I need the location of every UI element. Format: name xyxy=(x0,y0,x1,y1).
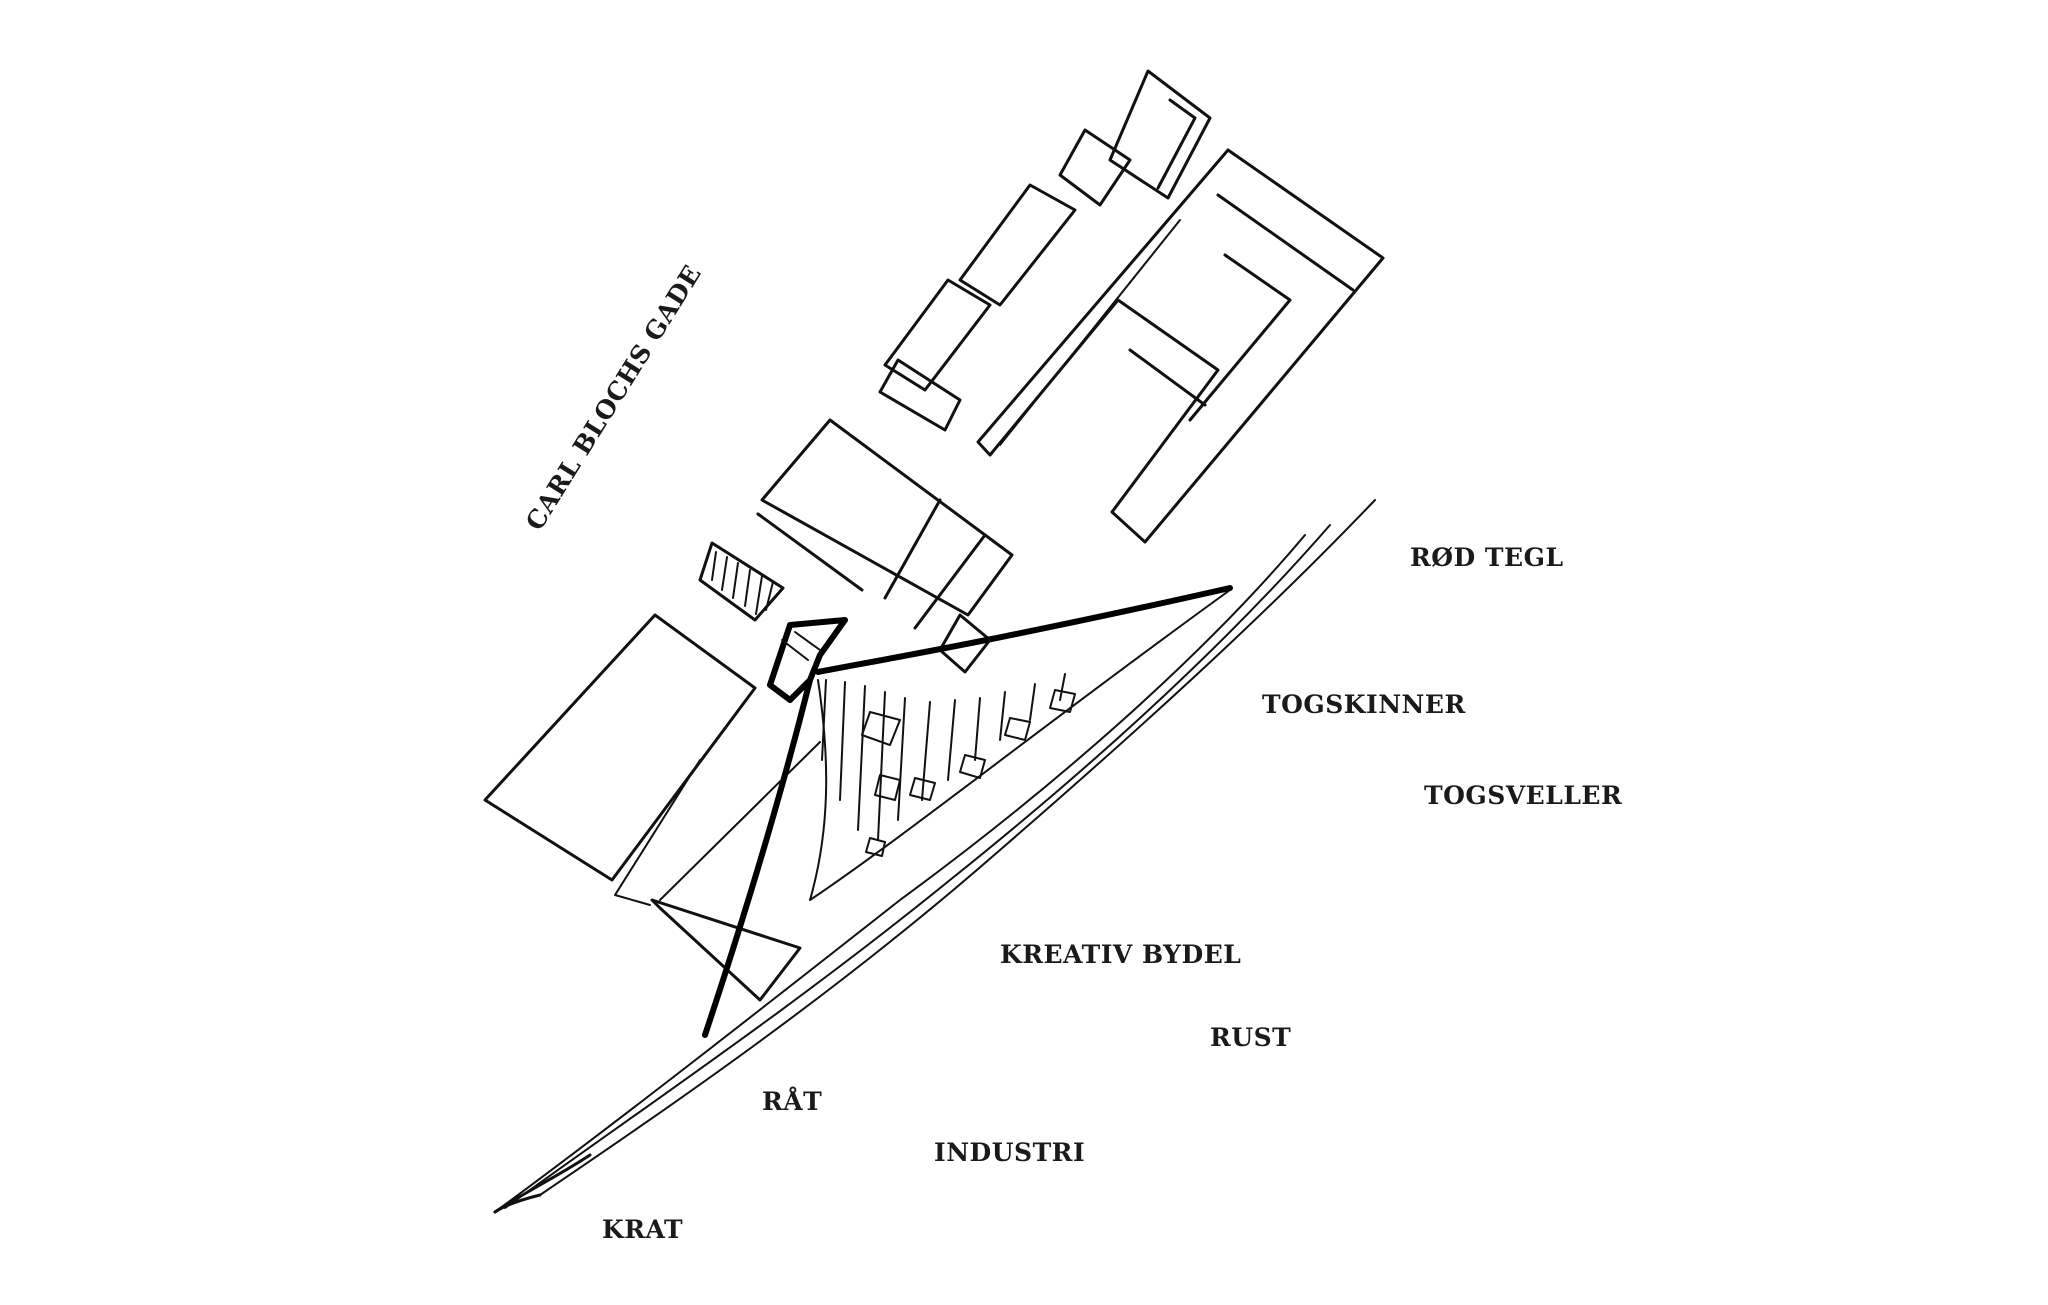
keyword-rod-tegl: RØD TEGL xyxy=(1410,543,1564,572)
hatched-block xyxy=(698,541,785,622)
building-top-small xyxy=(1058,69,1212,207)
keyword-togskinner: TOGSKINNER xyxy=(1262,690,1466,719)
keyword-togsveller: TOGSVELLER xyxy=(1424,781,1623,810)
movement-arrow xyxy=(702,585,1233,1038)
building-upper-left-row xyxy=(878,183,1077,432)
building-middle-block xyxy=(756,418,1014,674)
keyword-raat: RÅT xyxy=(762,1087,823,1116)
plaza-hatched-area xyxy=(809,589,1231,901)
building-large-right xyxy=(976,148,1385,544)
building-lower-left xyxy=(483,613,757,906)
keyword-industri: INDUSTRI xyxy=(934,1138,1086,1167)
keyword-kreativ-bydel: KREATIV BYDEL xyxy=(1000,940,1242,969)
keyword-rust: RUST xyxy=(1210,1023,1292,1052)
railway-tracks xyxy=(493,499,1376,1214)
building-lower-middle xyxy=(650,741,821,1002)
keyword-krat: KRAT xyxy=(602,1215,684,1244)
